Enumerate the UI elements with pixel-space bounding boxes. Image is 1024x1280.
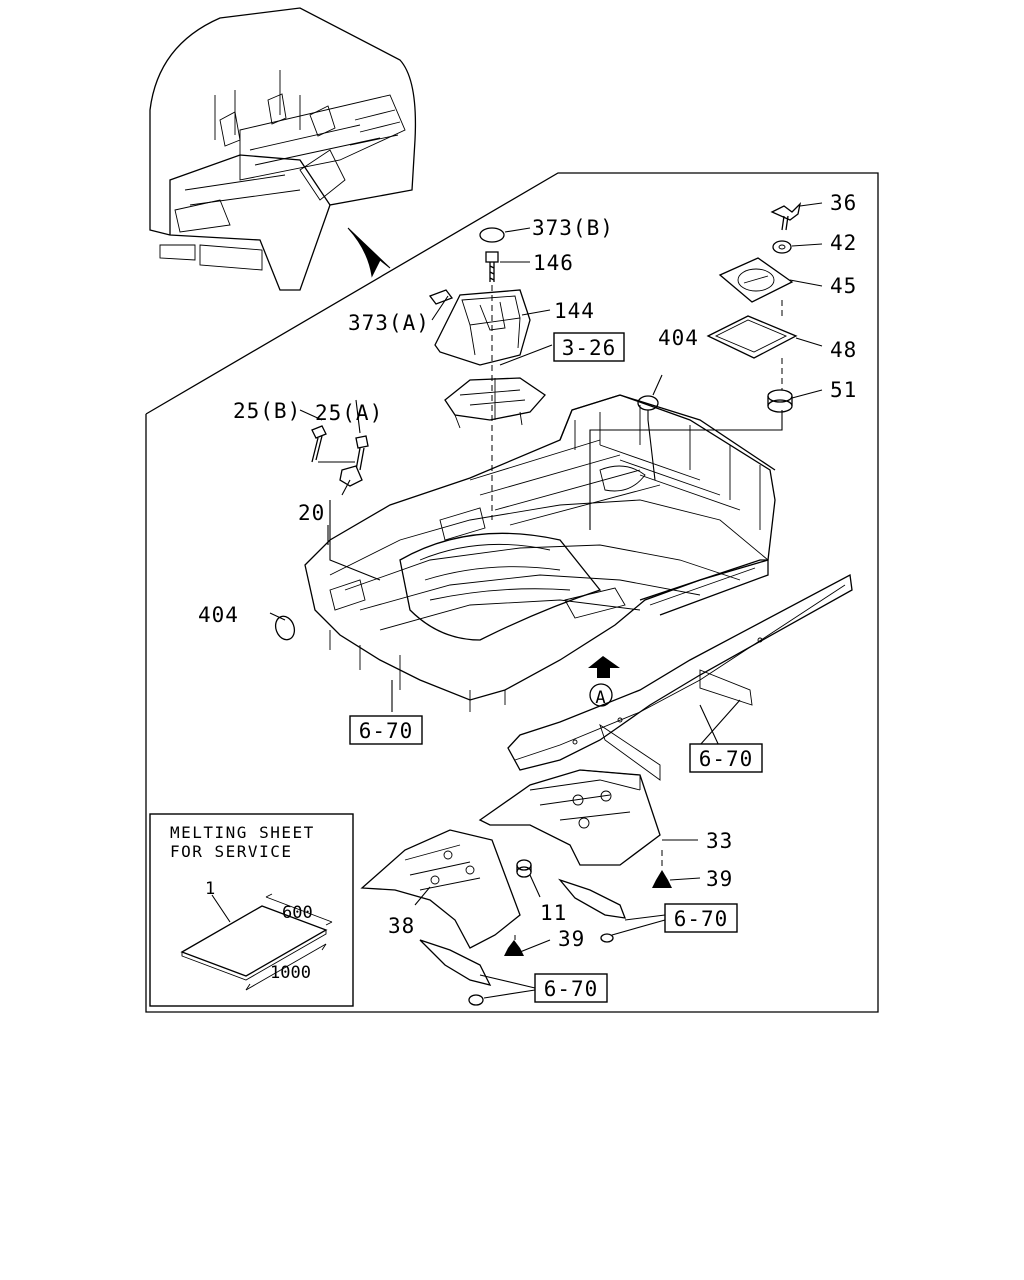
bracket-piece-left [419,939,492,986]
bracket-piece-right [558,878,627,919]
label-36: 36 [830,191,857,215]
bolt-25b [311,425,327,463]
pad-373a [428,289,454,305]
bracket-33 [478,769,661,866]
gasket-48 [706,315,798,359]
label-146: 146 [533,251,574,275]
ref-label-670-bottom[interactable]: 6-70 [544,977,599,1001]
ref-label-670-left[interactable]: 6-70 [359,719,414,743]
label-373b: 373(B) [532,216,614,240]
leader-lines [269,202,823,999]
washer-42 [772,240,792,254]
label-39-left: 39 [558,927,585,951]
ref-label-326[interactable]: 3-26 [562,336,617,360]
label-20: 20 [298,501,325,525]
ref-box-326[interactable] [553,332,625,362]
cab-overview-illustration [149,7,417,291]
bolt-25a [355,435,369,471]
label-373a: 373(A) [348,311,430,335]
view-arrow [347,227,391,278]
ref-box-670-bottom[interactable] [534,973,608,1003]
label-38: 38 [388,914,415,938]
view-a-label: A [595,688,606,708]
direction-arrow [588,656,620,678]
label-33: 33 [706,829,733,853]
floor-panel-assembly [304,394,776,712]
melting-sheet-box [149,813,354,1007]
grommet-404-left [274,615,296,641]
label-45: 45 [830,274,857,298]
label-11: 11 [540,901,567,925]
cap-373b [479,227,505,243]
melting-sheet-inset: MELTING SHEET FOR SERVICE 1 600 1000 [149,813,354,1007]
label-25b: 25(B) [233,399,301,423]
melting-sheet-part-number: 1 [205,879,215,899]
diagram-frame [145,172,879,1013]
view-a-circle [589,683,613,707]
bolt-146 [485,251,499,282]
label-404-left: 404 [198,603,239,627]
clip-39-left [504,940,524,956]
label-48: 48 [830,338,857,362]
label-51: 51 [830,378,857,402]
ref-label-670-lowright[interactable]: 6-70 [674,907,729,931]
clip-39-right [652,870,672,888]
rubber-plug-51 [767,389,793,413]
bracket-38 [360,829,521,949]
label-39-right: 39 [706,867,733,891]
shift-mechanism-326 [444,377,546,429]
ref-label-670-right[interactable]: 6-70 [699,747,754,771]
melting-sheet-title-line1: MELTING SHEET [170,823,315,842]
dim-600: 600 [282,903,313,923]
ref-box-670-right[interactable] [689,743,763,773]
label-42: 42 [830,231,857,255]
label-25a: 25(A) [315,401,383,425]
nut-11 [516,859,532,878]
ref-box-670-lowright[interactable] [664,903,738,933]
label-144: 144 [554,299,595,323]
ref-box-670-left[interactable] [349,715,423,745]
wing-bolt-36 [770,202,802,231]
label-404-top: 404 [658,326,699,350]
bracket-20 [339,465,363,487]
melting-sheet-title-line2: FOR SERVICE [170,842,292,861]
cover-plate-45 [718,257,794,303]
chassis-frame-rail [507,573,853,781]
shift-housing-144 [434,289,531,366]
dim-1000: 1000 [270,963,311,983]
